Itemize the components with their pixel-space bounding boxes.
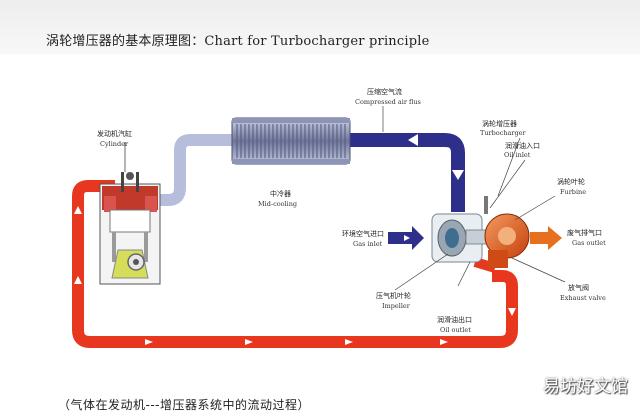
label-oil-inlet-cn: 润滑油入口 [505, 141, 540, 150]
intercooler [231, 117, 351, 165]
title-bar: 涡轮增压器的基本原理图：Chart for Turbocharger princ… [0, 0, 640, 54]
label-turbine-en: Furbine [560, 188, 586, 196]
label-oil-outlet-en: Oil outlet [440, 326, 471, 334]
intake-pipe [150, 134, 236, 206]
label-compressed-en: Compressed air flus [355, 98, 421, 106]
compressed-air-down-arrow [452, 170, 464, 180]
label-exhaust-valve-en: Exhaust valve [560, 294, 606, 302]
label-turbine-cn: 涡轮叶轮 [557, 177, 585, 186]
engine-cylinder [99, 172, 161, 285]
label-gas-inlet-cn: 环境空气进口 [342, 229, 384, 238]
label-midcooling-en: Mid-cooling [258, 200, 297, 208]
label-gas-inlet-en: Gas inlet [353, 240, 383, 248]
gas-inlet-arrow-tip [404, 235, 410, 241]
diagram-title: 涡轮增压器的基本原理图：Chart for Turbocharger princ… [46, 34, 430, 49]
exhaust-flow-arrows [74, 206, 516, 345]
compressed-air-arrow [408, 134, 418, 146]
label-impeller-en: Impeller [382, 302, 411, 310]
exhaust-pipe [72, 180, 518, 348]
label-exhaust-valve-cn: 放气阀 [568, 283, 589, 292]
label-midcooling-cn: 中冷器 [270, 189, 291, 198]
label-cylinder-cn: 发动机汽缸 [97, 129, 132, 138]
label-oil-inlet-en: Oil inlet [504, 151, 531, 159]
label-turbocharger-cn: 涡轮增压器 [482, 119, 517, 128]
label-compressed-cn: 压缩空气流 [367, 87, 402, 96]
label-gas-outlet-cn: 废气排气口 [567, 228, 602, 237]
compressed-air-pipe [346, 133, 465, 212]
label-impeller-cn: 压气机叶轮 [376, 291, 411, 300]
label-cylinder-en: Cylinder [100, 140, 129, 148]
watermark: 易坊好文馆 [543, 377, 628, 397]
leader-lines [382, 106, 566, 291]
diagram-caption: （气体在发动机---增压器系统中的流动过程） [58, 398, 310, 412]
label-gas-outlet-en: Gas outlet [572, 239, 606, 247]
gas-outlet-arrow [530, 226, 562, 250]
turbocharger [431, 196, 530, 268]
label-turbocharger-en: Turbocharger [480, 129, 527, 137]
label-oil-outlet-cn: 润滑油出口 [437, 315, 472, 324]
